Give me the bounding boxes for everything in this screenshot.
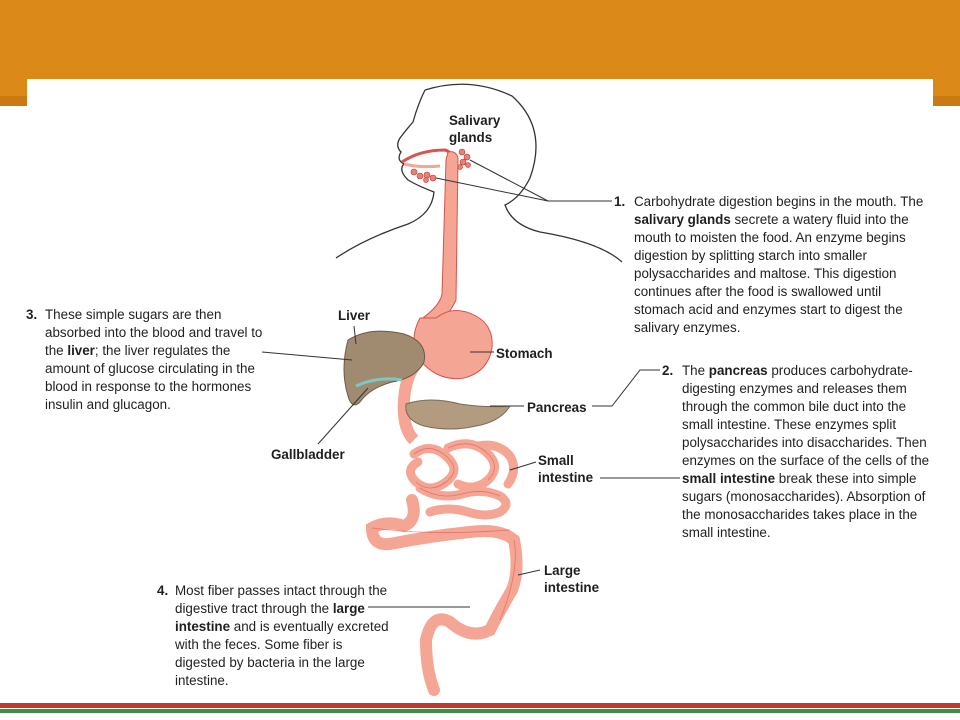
caption-4-text: Most fiber passes intact through the dig… — [175, 582, 393, 690]
caption-1-segment: secrete a watery fluid into the mouth to… — [634, 212, 909, 335]
caption-4-number: 4. — [157, 583, 169, 598]
caption-2-text: The pancreas produces carbohydrate-diges… — [682, 362, 934, 542]
caption-2-segment: break these into simple sugars (monosacc… — [682, 471, 926, 540]
caption-2-segment: produces carbohydrate-digesting enzymes … — [682, 363, 930, 468]
label-gallbladder: Gallbladder — [271, 447, 345, 462]
caption-2-segment: pancreas — [708, 363, 768, 378]
stomach-shape — [413, 310, 493, 380]
caption-1-segment: salivary glands — [634, 212, 731, 227]
footer-green-stripe — [0, 709, 960, 713]
salivary-glands-shape — [410, 148, 471, 183]
caption-2-segment: The — [682, 363, 709, 378]
caption-3-segment: liver — [67, 343, 95, 358]
label-liver: Liver — [338, 308, 371, 323]
caption-2-segment: small intestine — [682, 471, 776, 486]
footer-red-stripe — [0, 703, 960, 708]
caption-3-segment: ; the liver regulates the amount of gluc… — [45, 343, 255, 412]
caption-4-segment: large intestine — [175, 601, 365, 634]
slide-panel — [27, 79, 933, 709]
caption-4-segment: Most fiber passes intact through the dig… — [175, 583, 388, 616]
caption-3-segment: These simple sugars are then absorbed in… — [45, 307, 263, 358]
footer-white-stripe — [0, 708, 960, 709]
label-stomach: Stomach — [496, 346, 553, 361]
mouth — [401, 148, 454, 164]
caption-1-segment: Carbohydrate digestion begins in the mou… — [634, 194, 924, 209]
leader-lines — [261, 159, 680, 608]
large-intestine-shape — [365, 494, 523, 696]
caption-1-number: 1. — [614, 194, 626, 209]
gallbladder-shape — [355, 377, 403, 388]
small-intestine-shape — [406, 439, 518, 520]
liver-shape — [343, 330, 426, 406]
caption-3-number: 3. — [26, 307, 38, 322]
caption-3-text: These simple sugars are then absorbed in… — [45, 306, 267, 414]
caption-4-segment: and is eventually excreted with the fece… — [175, 619, 389, 688]
body-outline — [335, 83, 623, 263]
label-pancreas: Pancreas — [527, 400, 587, 415]
caption-1-text: Carbohydrate digestion begins in the mou… — [634, 193, 926, 337]
caption-2-number: 2. — [662, 363, 674, 378]
pancreas-shape — [405, 399, 511, 430]
